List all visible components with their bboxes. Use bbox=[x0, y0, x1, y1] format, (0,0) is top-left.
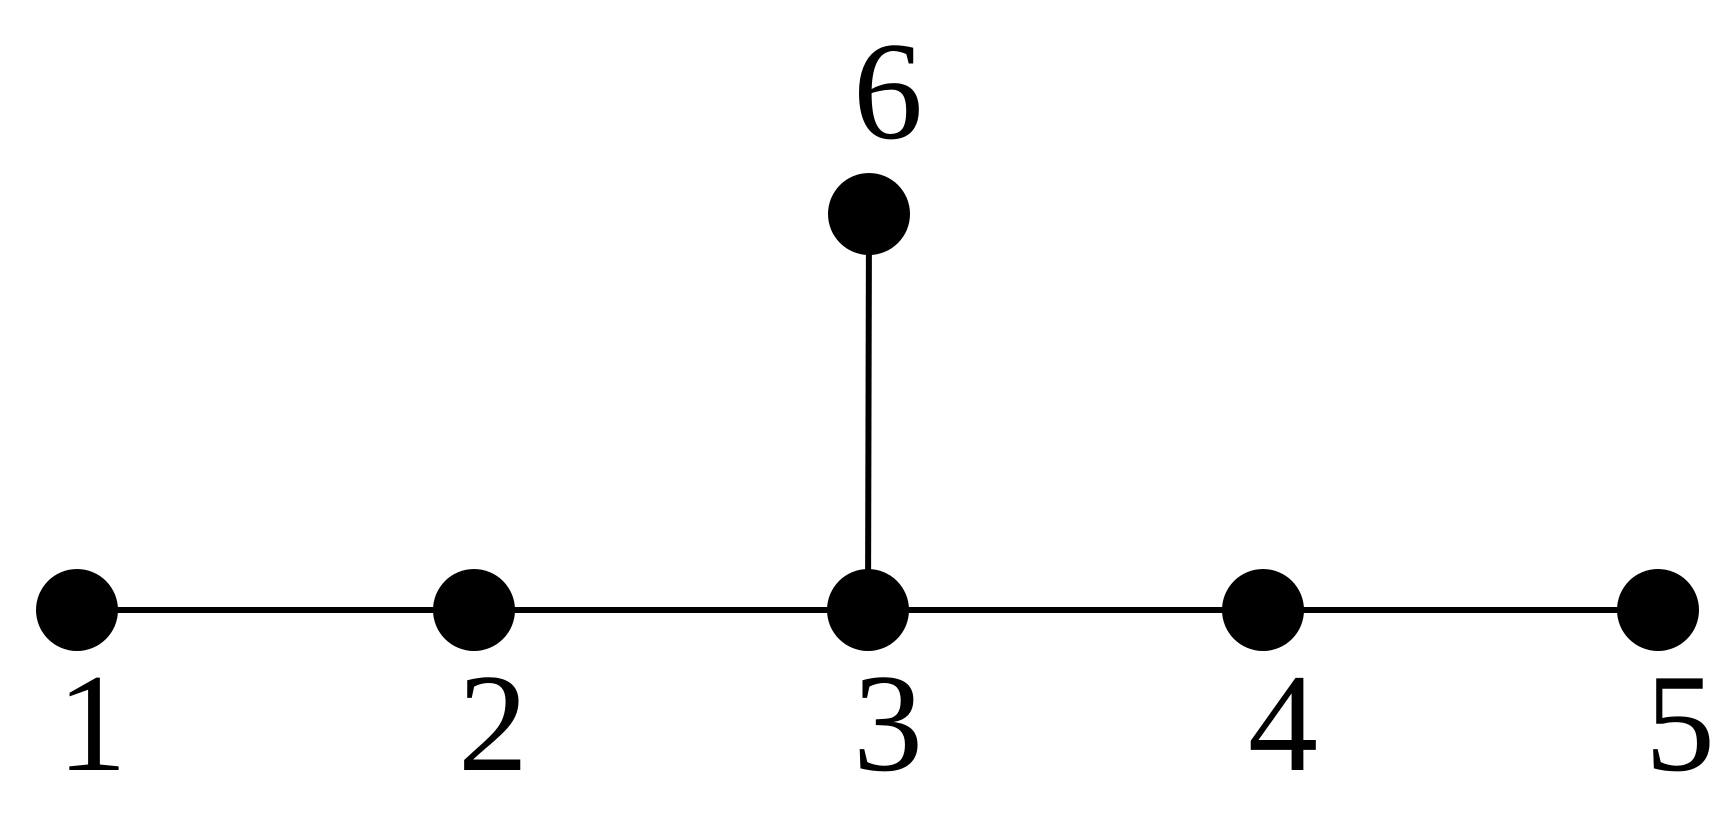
graph-node-2 bbox=[433, 569, 515, 651]
graph-node-label-1: 1 bbox=[57, 646, 127, 801]
graph-node-label-3: 3 bbox=[853, 646, 923, 801]
graph-edge-3-6 bbox=[865, 213, 872, 611]
graph-node-1 bbox=[36, 569, 118, 651]
graph-node-5 bbox=[1617, 569, 1699, 651]
graph-node-6 bbox=[828, 173, 910, 255]
graph-node-4 bbox=[1222, 569, 1304, 651]
graph-node-label-5: 5 bbox=[1645, 646, 1715, 801]
graph-node-3 bbox=[827, 569, 909, 651]
graph-node-label-2: 2 bbox=[458, 646, 528, 801]
graph-node-label-6: 6 bbox=[853, 14, 923, 169]
graph-node-label-4: 4 bbox=[1248, 646, 1318, 801]
